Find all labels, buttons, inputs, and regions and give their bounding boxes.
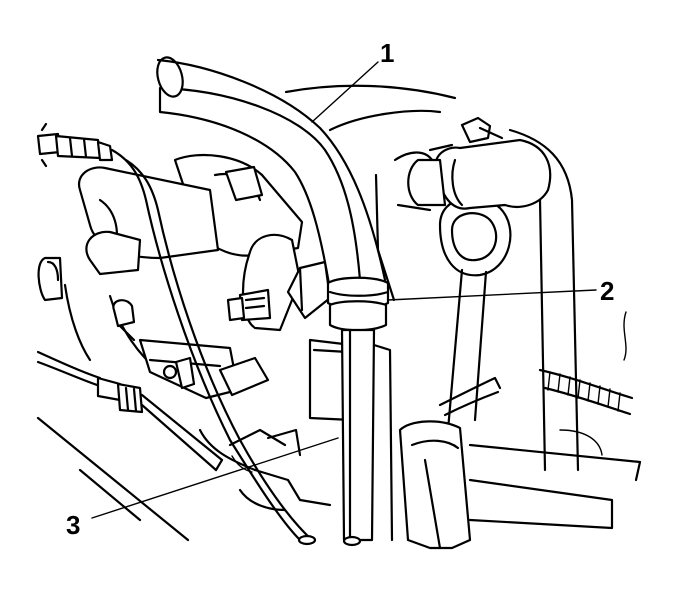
hose-clamp <box>326 276 390 332</box>
callout-leaders <box>91 61 597 519</box>
callout-label-3: 3 <box>66 510 80 540</box>
leader-line-3 <box>91 437 339 519</box>
leader-line-1 <box>311 61 379 123</box>
left-sensors <box>36 122 317 546</box>
vertical-tube <box>340 328 394 547</box>
leader-line-2 <box>387 289 597 301</box>
callout-label-1: 1 <box>380 38 394 68</box>
callout-label-2: 2 <box>600 276 614 306</box>
